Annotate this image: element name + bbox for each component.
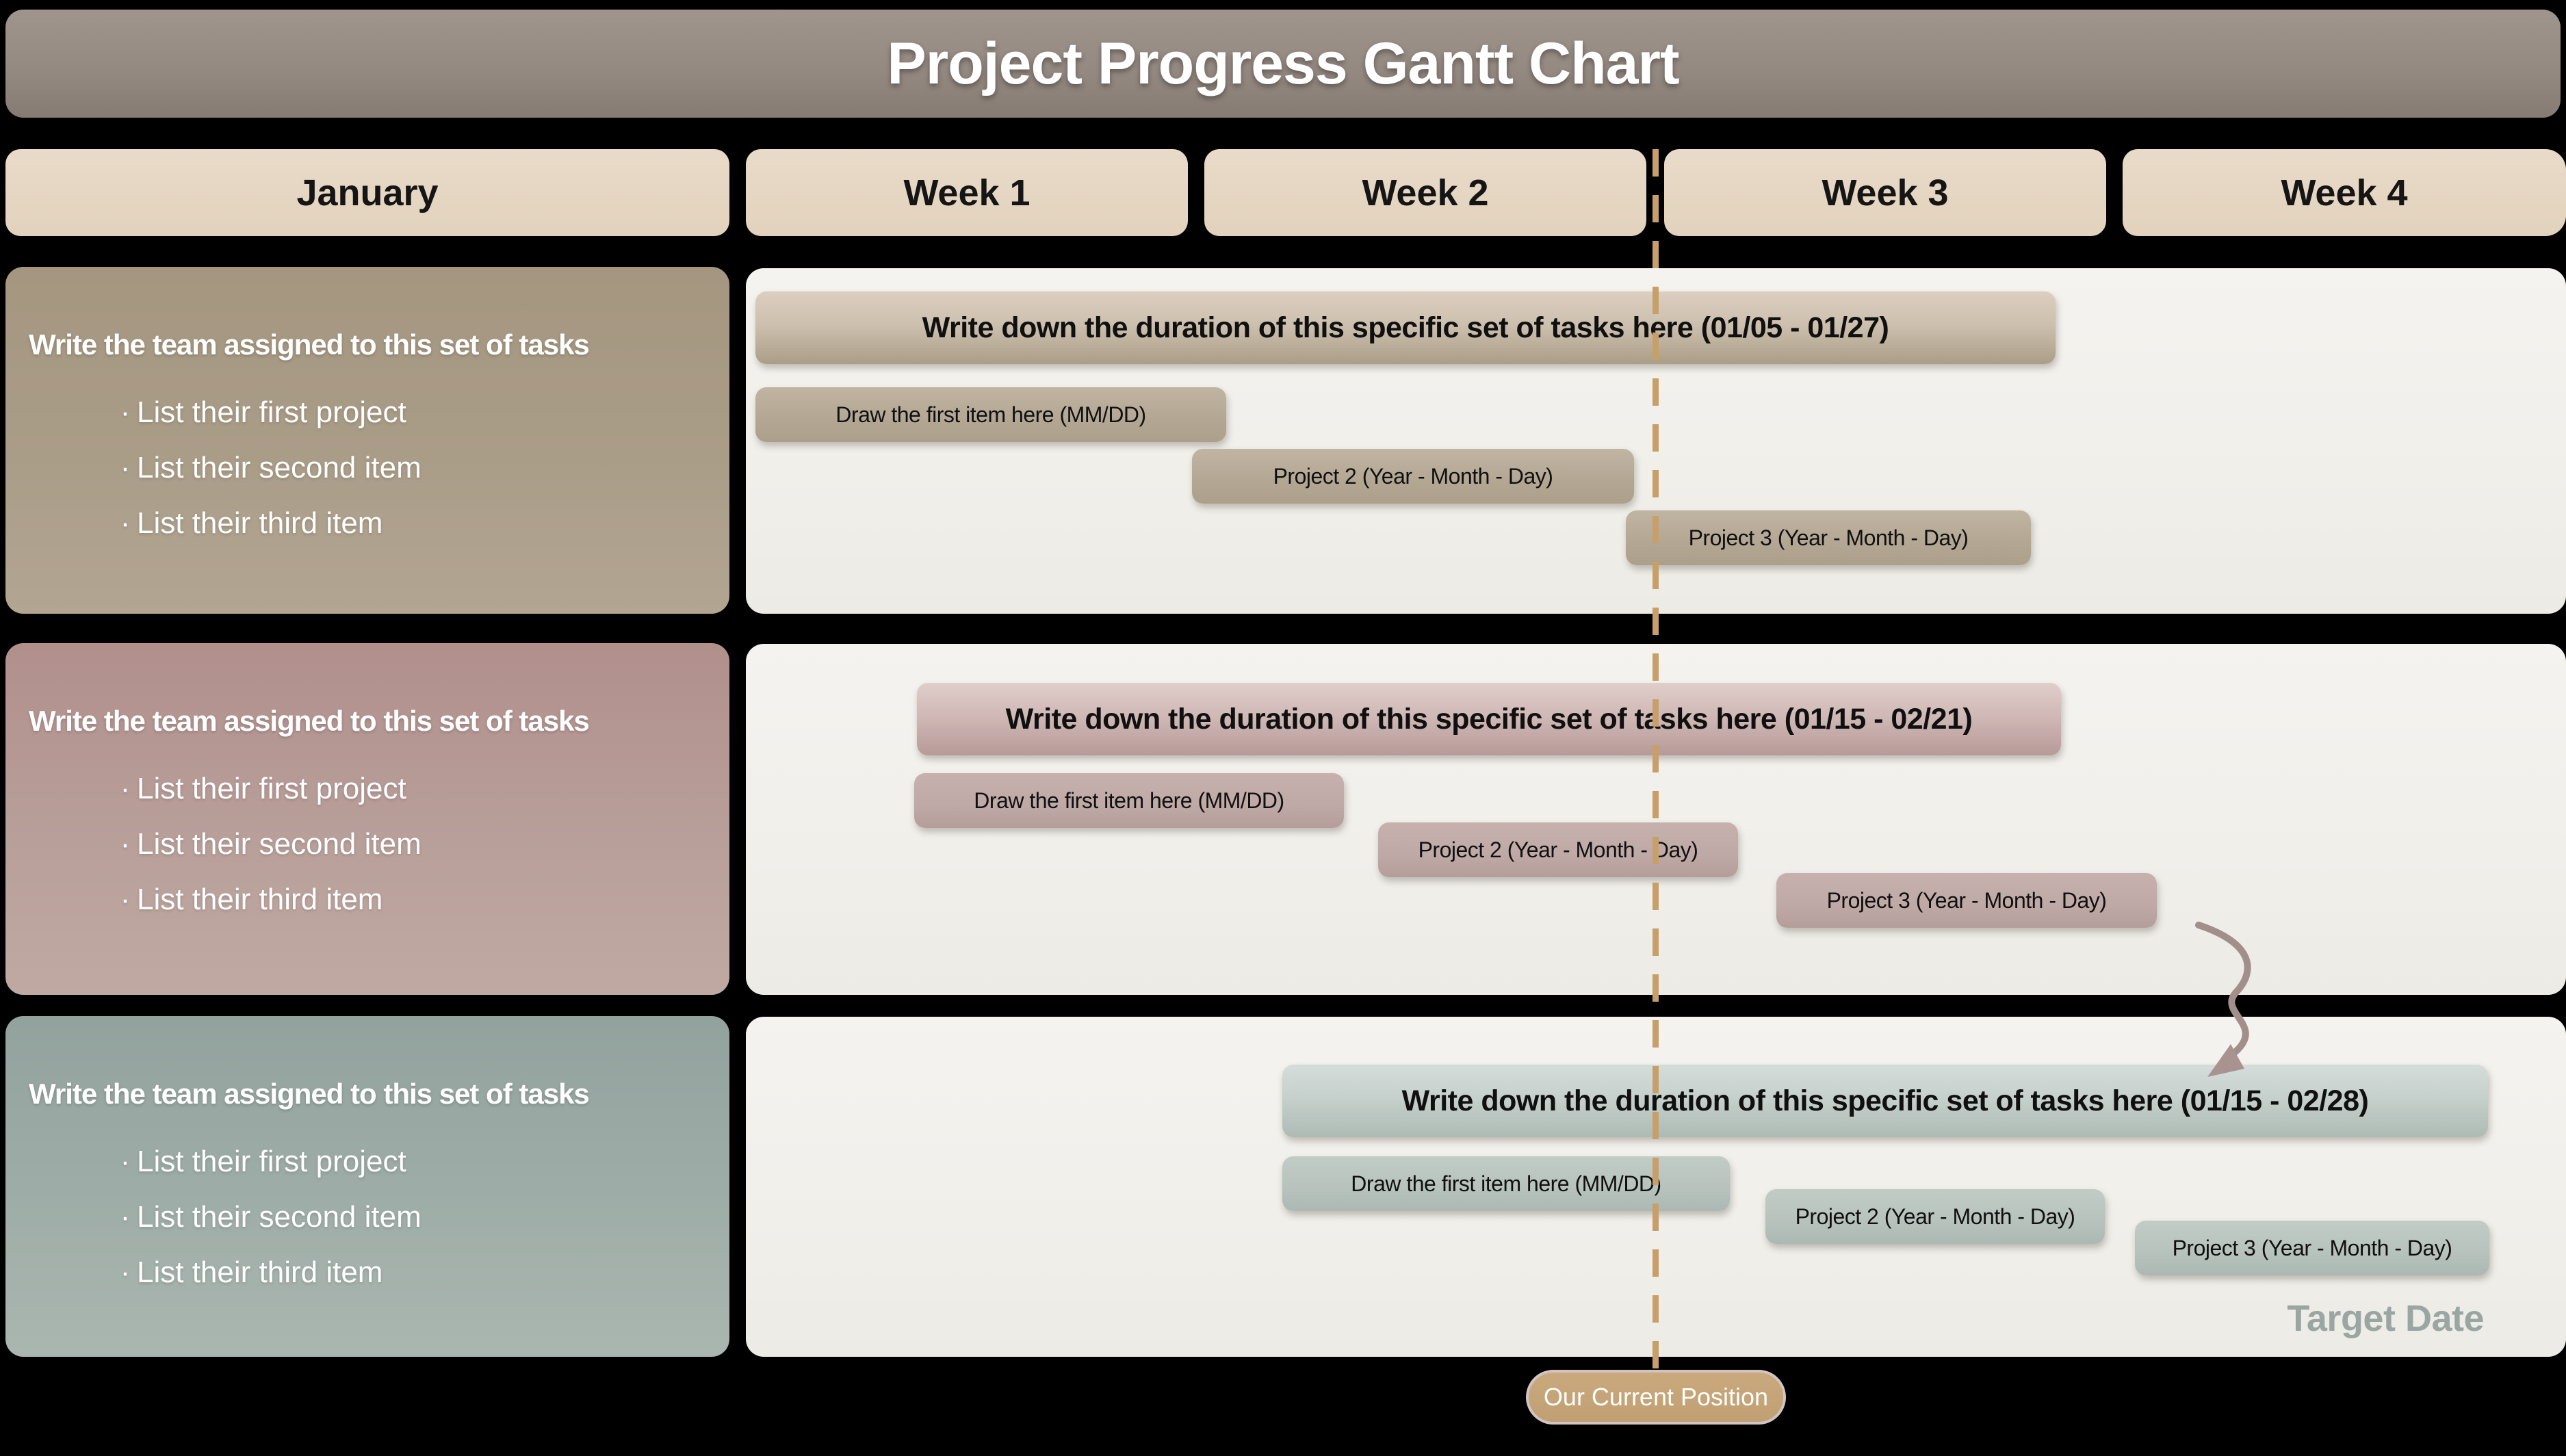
list-item: ·List their third item [114, 1256, 729, 1290]
group-2-task-3-bar: Project 3 (Year - Month - Day) [1776, 873, 2157, 928]
list-item-label: List their first project [137, 1145, 406, 1178]
group-2-duration-bar: Write down the duration of this specific… [917, 683, 2061, 755]
title-bar: Project Progress Gantt Chart [5, 10, 2561, 118]
page-title: Project Progress Gantt Chart [887, 30, 1679, 96]
week-2-label: Week 2 [1362, 172, 1489, 213]
group-1-task-3-bar: Project 3 (Year - Month - Day) [1626, 510, 2031, 565]
group-3-task-3-bar: Project 3 (Year - Month - Day) [2135, 1221, 2489, 1275]
week-3-label: Week 3 [1822, 172, 1949, 213]
group-3-team-panel: Write the team assigned to this set of t… [5, 1016, 729, 1357]
group-3-task-2-bar: Project 2 (Year - Month - Day) [1765, 1189, 2105, 1244]
list-item: ·List their first project [114, 772, 729, 806]
list-item-label: List their second item [137, 451, 422, 484]
group-1-team-title: Write the team assigned to this set of t… [29, 328, 590, 361]
bullet-icon: · [120, 1200, 131, 1234]
bullet-icon: · [120, 1145, 131, 1178]
list-item: ·List their second item [114, 1200, 729, 1234]
group-1-team-panel: Write the team assigned to this set of t… [5, 267, 729, 614]
group-2-task-2-bar: Project 2 (Year - Month - Day) [1378, 822, 1738, 877]
current-position-badge: Our Current Position [1526, 1370, 1786, 1425]
list-item-label: List their first project [137, 772, 406, 805]
bullet-icon: · [120, 883, 131, 916]
list-item-label: List their third item [137, 506, 383, 540]
list-item: ·List their first project [114, 395, 729, 430]
group-2-team-panel: Write the team assigned to this set of t… [5, 643, 729, 995]
week-1-label: Week 1 [903, 172, 1031, 213]
list-item-label: List their third item [137, 1256, 383, 1289]
group-3-duration-bar: Write down the duration of this specific… [1282, 1065, 2488, 1137]
list-item: ·List their first project [114, 1145, 729, 1179]
group-2-team-title: Write the team assigned to this set of t… [29, 705, 590, 737]
connector-arrow-icon [2195, 922, 2251, 1077]
week-header-2: Week 2 [1204, 149, 1646, 236]
week-header-3: Week 3 [1664, 149, 2106, 236]
bullet-icon: · [120, 772, 131, 805]
target-date-label: Target Date [2287, 1298, 2484, 1339]
group-1-task-2-bar: Project 2 (Year - Month - Day) [1192, 449, 1634, 504]
group-3-team-title: Write the team assigned to this set of t… [29, 1078, 590, 1110]
group-1-task-1-bar: Draw the first item here (MM/DD) [755, 387, 1226, 442]
bullet-icon: · [120, 395, 131, 429]
group-1-duration-bar: Write down the duration of this specific… [755, 291, 2056, 364]
list-item-label: List their third item [137, 883, 383, 916]
list-item: ·List their second item [114, 451, 729, 485]
current-position-line [1653, 149, 1659, 1374]
week-header-4: Week 4 [2123, 149, 2566, 236]
list-item: ·List their second item [114, 827, 729, 861]
bullet-icon: · [120, 451, 131, 484]
list-item-label: List their first project [137, 395, 406, 429]
group-2-team-items: ·List their first project ·List their se… [5, 772, 729, 917]
month-label: January [296, 172, 439, 213]
list-item-label: List their second item [137, 1200, 422, 1234]
month-header: January [5, 149, 729, 236]
bullet-icon: · [120, 827, 131, 861]
week-header-1: Week 1 [746, 149, 1188, 236]
bullet-icon: · [120, 1256, 131, 1289]
group-3-team-items: ·List their first project ·List their se… [5, 1145, 729, 1290]
list-item: ·List their third item [114, 506, 729, 541]
group-2-task-1-bar: Draw the first item here (MM/DD) [914, 773, 1344, 828]
bullet-icon: · [120, 506, 131, 540]
list-item: ·List their third item [114, 883, 729, 917]
list-item-label: List their second item [137, 827, 422, 861]
week-4-label: Week 4 [2281, 172, 2408, 213]
group-3-task-1-bar: Draw the first item here (MM/DD) [1282, 1156, 1730, 1211]
group-1-team-items: ·List their first project ·List their se… [5, 395, 729, 541]
